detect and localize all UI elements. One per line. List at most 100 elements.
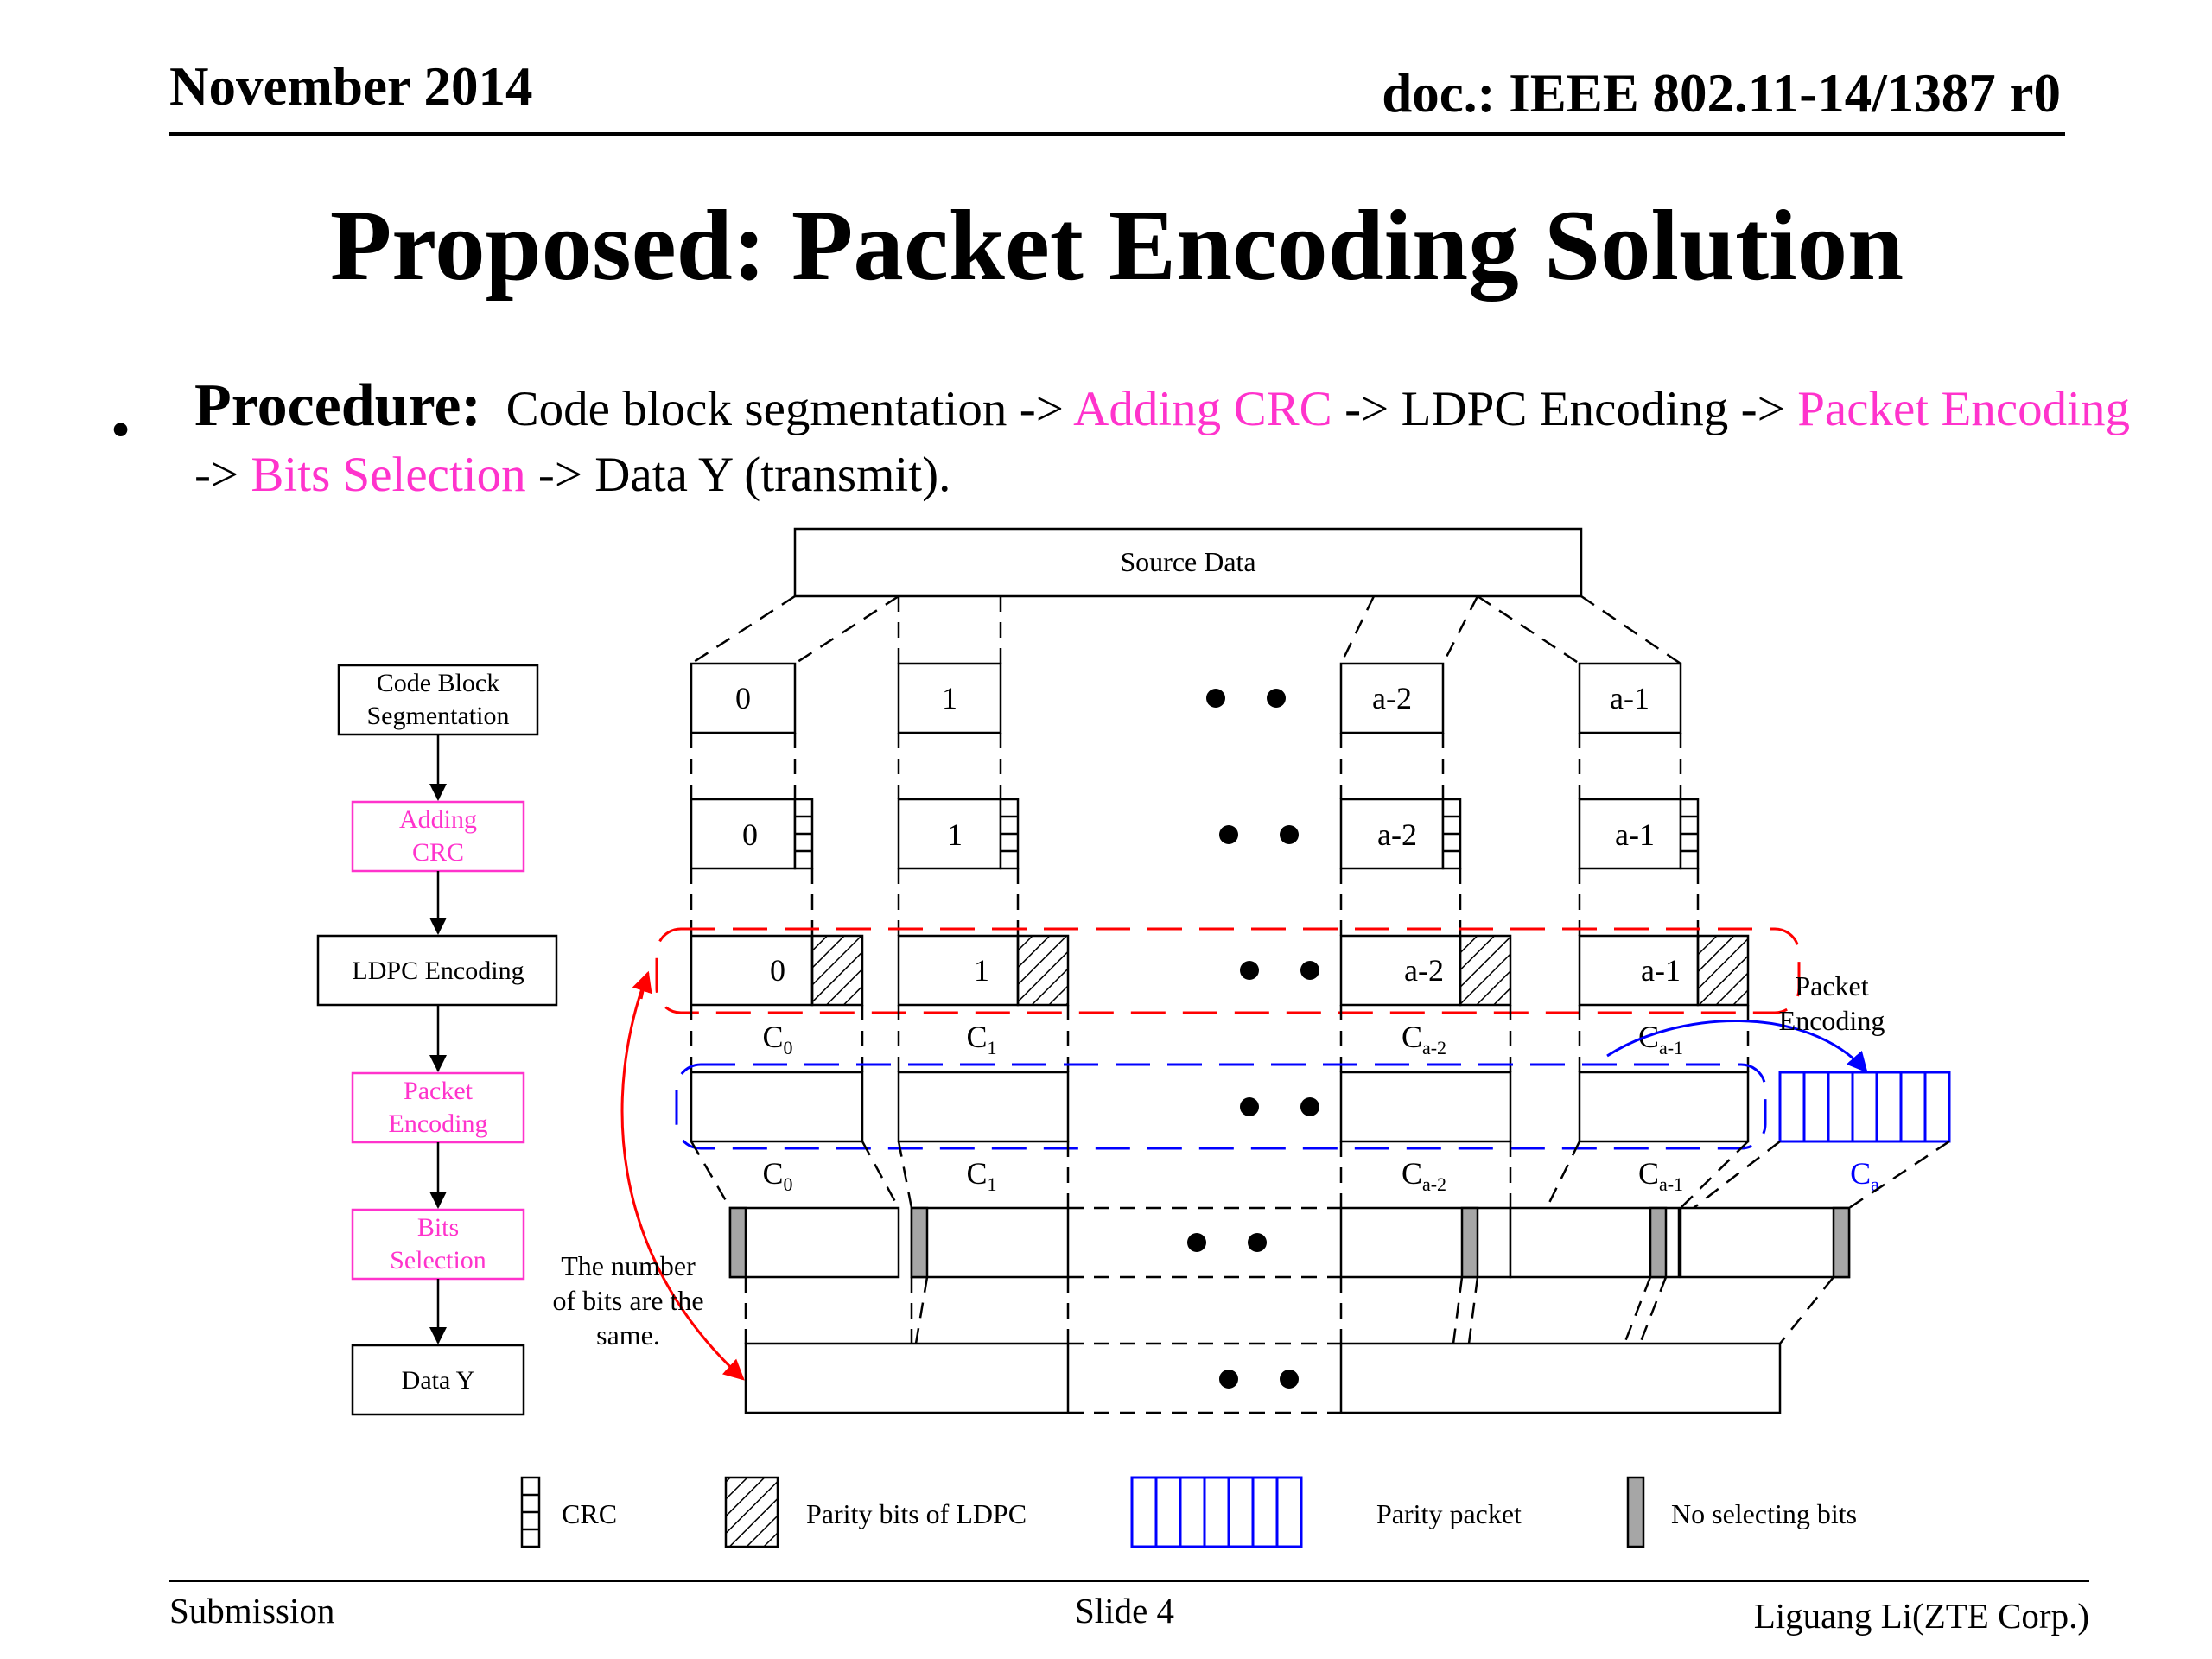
- footer-author: Liguang Li(ZTE Corp.): [1753, 1596, 2089, 1636]
- packet-label-c1: C1: [966, 1156, 996, 1195]
- slide-title: Proposed: Packet Encoding Solution: [329, 190, 1904, 302]
- connector-dashed: [1848, 1140, 1950, 1210]
- crc-block-a-2: [1339, 798, 1445, 870]
- ellipsis-dot: [1187, 1233, 1206, 1252]
- selection-block: [1339, 1206, 1512, 1279]
- ellipsis-dot: [1300, 1097, 1319, 1116]
- connector-dashed: [1467, 1276, 1479, 1344]
- segment-block-0: [690, 662, 797, 734]
- connector-dashed: [914, 1276, 929, 1344]
- ellipsis-dot: [1219, 825, 1238, 844]
- crc-label-0: 0: [742, 817, 758, 852]
- codeword-label-ca-2: Ca-2: [1402, 1020, 1446, 1058]
- procedure-step-6: Data Y (transmit).: [594, 448, 951, 502]
- procedure-step-2: Adding CRC: [1073, 382, 1332, 436]
- ellipsis-dot: [1248, 1233, 1267, 1252]
- flow-label-crc-2: CRC: [412, 838, 464, 867]
- crc-bits: [793, 798, 814, 870]
- packet-block-ca-1: [1578, 1071, 1750, 1143]
- ellipsis-dot: [1280, 825, 1299, 844]
- codeword-label-ca-1: Ca-1: [1638, 1020, 1683, 1058]
- header-doc-id: doc.: IEEE 802.11-14/1387 r0: [1382, 63, 2061, 124]
- ldpc-label-a-1: a-1: [1641, 953, 1681, 988]
- packet-block-c1: [897, 1071, 1070, 1143]
- source-data-box: [793, 527, 1583, 598]
- packet-label-ca-2: Ca-2: [1402, 1156, 1446, 1195]
- segment-label-a-1: a-1: [1610, 681, 1649, 715]
- flow-label-segmentation-1: Code Block: [377, 669, 500, 697]
- connector-dashed: [1545, 1141, 1581, 1209]
- crc-bits: [1441, 798, 1462, 870]
- ellipsis-dot: [1206, 689, 1225, 708]
- ldpc-block-a-1: [1578, 934, 1700, 1007]
- procedure-step-4: Packet Encoding: [1797, 382, 2131, 436]
- legend-crc: CRC: [562, 1498, 617, 1529]
- flow-box-bits: [351, 1208, 525, 1281]
- segment-label-1: 1: [942, 681, 957, 715]
- procedure-step-5: Bits Selection: [251, 448, 526, 502]
- segment-block-a-2: [1339, 662, 1445, 734]
- note-line-1: The number: [561, 1250, 696, 1281]
- connector-dashed: [1580, 594, 1681, 665]
- note-line-2: of bits are the: [552, 1285, 703, 1316]
- flow-box-datay: [351, 1344, 525, 1416]
- legend-ldpc-parity: Parity bits of LDPC: [806, 1498, 1027, 1529]
- connector-dashed: [861, 1141, 900, 1209]
- crc-label-1: 1: [947, 817, 963, 852]
- crc-block-1: [897, 798, 1002, 870]
- crc-block-0: [690, 798, 797, 870]
- flow-label-packet-1: Packet: [404, 1077, 474, 1105]
- legend-parity-packet-icon: [1130, 1476, 1303, 1548]
- no-select-bits: [1832, 1206, 1851, 1279]
- crc-block-a-1: [1578, 798, 1682, 870]
- no-select-bits: [910, 1206, 929, 1279]
- no-select-bits: [1649, 1206, 1668, 1279]
- connector-dashed: [1452, 1276, 1464, 1344]
- ldpc-block-1: [897, 934, 1020, 1007]
- procedure-label: Procedure:: [194, 372, 481, 439]
- ldpc-block-a-2: [1339, 934, 1462, 1007]
- ellipsis-dot: [1267, 689, 1286, 708]
- footer-slide-number: Slide 4: [1075, 1591, 1175, 1630]
- footer-left: Submission: [169, 1591, 335, 1630]
- flow-label-packet-2: Encoding: [389, 1109, 488, 1138]
- procedure-arrow: ->: [537, 448, 583, 502]
- footer-rule: [169, 1580, 2089, 1582]
- flow-label-bits-2: Selection: [390, 1246, 486, 1274]
- procedure-arrow: ->: [1344, 382, 1389, 436]
- header-date: November 2014: [169, 56, 533, 117]
- note-line-3: same.: [596, 1319, 660, 1351]
- procedure-step-3: LDPC Encoding: [1401, 382, 1729, 436]
- procedure-arrow: ->: [1740, 382, 1785, 436]
- packet-encoding-label-1: Packet: [1795, 970, 1868, 1001]
- ldpc-parity: [1016, 934, 1070, 1007]
- segment-label-a-2: a-2: [1372, 681, 1412, 715]
- ellipsis-dot: [1240, 1097, 1259, 1116]
- data-y-block: [744, 1342, 1070, 1414]
- ldpc-label-0: 0: [770, 953, 785, 988]
- packet-group-outline: [675, 1063, 1767, 1150]
- codeword-label-c1: C1: [966, 1020, 996, 1058]
- ldpc-label-a-2: a-2: [1404, 953, 1444, 988]
- flow-box-crc: [351, 800, 525, 873]
- bullet-icon: •: [111, 398, 131, 461]
- packet-encoding-arrow: [1606, 1019, 1868, 1073]
- connector-dashed: [897, 1141, 913, 1209]
- legend-parity-icon: [724, 1476, 779, 1548]
- legend-no-select: No selecting bits: [1671, 1498, 1857, 1529]
- ellipsis-dot: [1219, 1370, 1238, 1389]
- crc-bits: [1679, 798, 1700, 870]
- crc-label-a-1: a-1: [1615, 817, 1655, 852]
- procedure-text: Procedure: Code block segmentation -> Ad…: [194, 373, 2130, 508]
- ldpc-label-1: 1: [974, 953, 989, 988]
- data-y-block: [1339, 1342, 1782, 1414]
- crc-bits: [999, 798, 1020, 870]
- segment-label-0: 0: [735, 681, 751, 715]
- connector-dashed: [1638, 1276, 1668, 1344]
- procedure-arrow: ->: [1019, 382, 1064, 436]
- ldpc-group-outline: [655, 927, 1801, 1014]
- connector-dashed: [1693, 1141, 1781, 1209]
- crc-label-a-2: a-2: [1377, 817, 1417, 852]
- connector-dashed: [690, 594, 796, 665]
- connector-dashed: [1477, 594, 1580, 665]
